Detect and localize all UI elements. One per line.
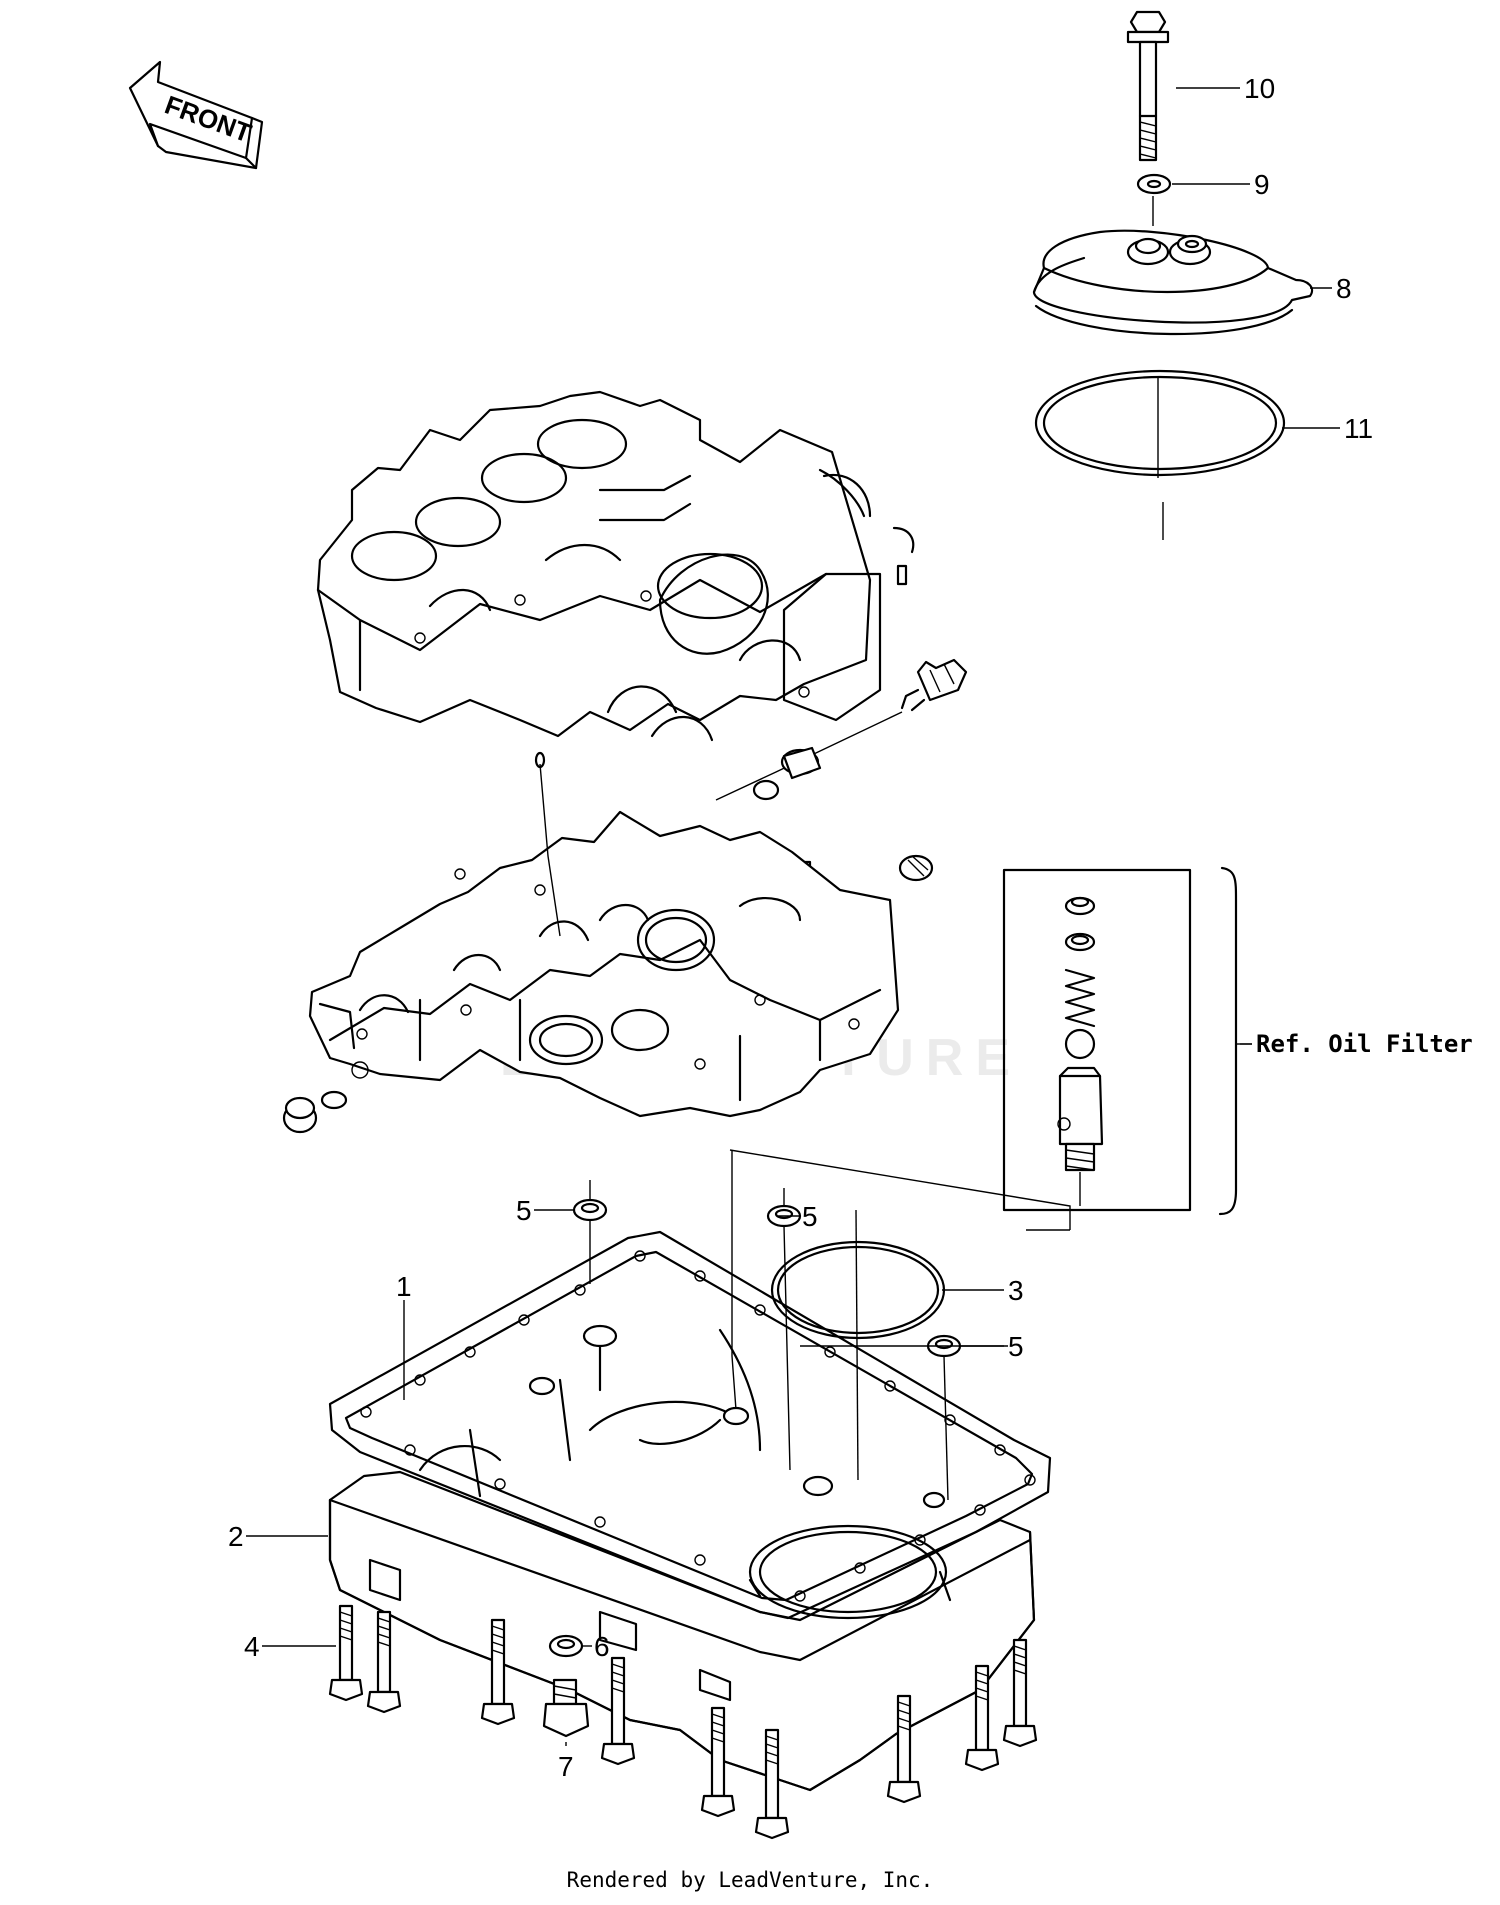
oil-pan-gasket-part-1 [328, 1230, 1052, 1620]
washer-part-6 [548, 1634, 584, 1658]
callout-7: 7 [558, 1751, 574, 1782]
oil-pressure-switch [900, 658, 968, 712]
bolt-part-10 [1126, 10, 1170, 162]
callout-2: 2 [228, 1521, 244, 1552]
oil-filter-cover-part-8 [1032, 229, 1314, 336]
footer-credit: Rendered by LeadVenture, Inc. [566, 1868, 934, 1892]
ref-oil-filter-label: Ref. Oil Filter [1256, 1030, 1473, 1058]
callout-6: 6 [594, 1631, 610, 1662]
lower-crankcase [308, 810, 900, 1118]
callout-5-b: 5 [802, 1201, 818, 1232]
callout-1: 1 [396, 1271, 412, 1302]
o-ring-part-3 [770, 1240, 946, 1340]
callout-9: 9 [1254, 169, 1270, 200]
seal-part-5-a [572, 1180, 608, 1284]
callout-8: 8 [1336, 273, 1352, 304]
callout-5-c: 5 [1008, 1331, 1024, 1362]
callout-11-label: 11 [1344, 413, 1373, 444]
ref-oil-filter-box [1002, 866, 1252, 1216]
callout-3: 3 [1008, 1275, 1024, 1306]
upper-crankcase [316, 390, 915, 742]
callout-4: 4 [244, 1631, 260, 1662]
oil-pan-part-2 [328, 1324, 1036, 1792]
pan-bolts-part-4 [328, 1604, 1038, 1840]
callout-5-a: 5 [516, 1195, 532, 1226]
oil-fitting [752, 746, 822, 801]
front-arrow-icon: FRONT [128, 60, 264, 170]
oil-plug [898, 854, 934, 882]
gasket-ring-part-11 [1034, 369, 1286, 477]
drain-bolt [282, 1090, 348, 1134]
drain-plug-part-7 [542, 1678, 590, 1738]
washer-part-9 [1136, 173, 1172, 195]
seal-part-5-b [766, 1188, 802, 1471]
callout-10: 10 [1244, 73, 1275, 104]
